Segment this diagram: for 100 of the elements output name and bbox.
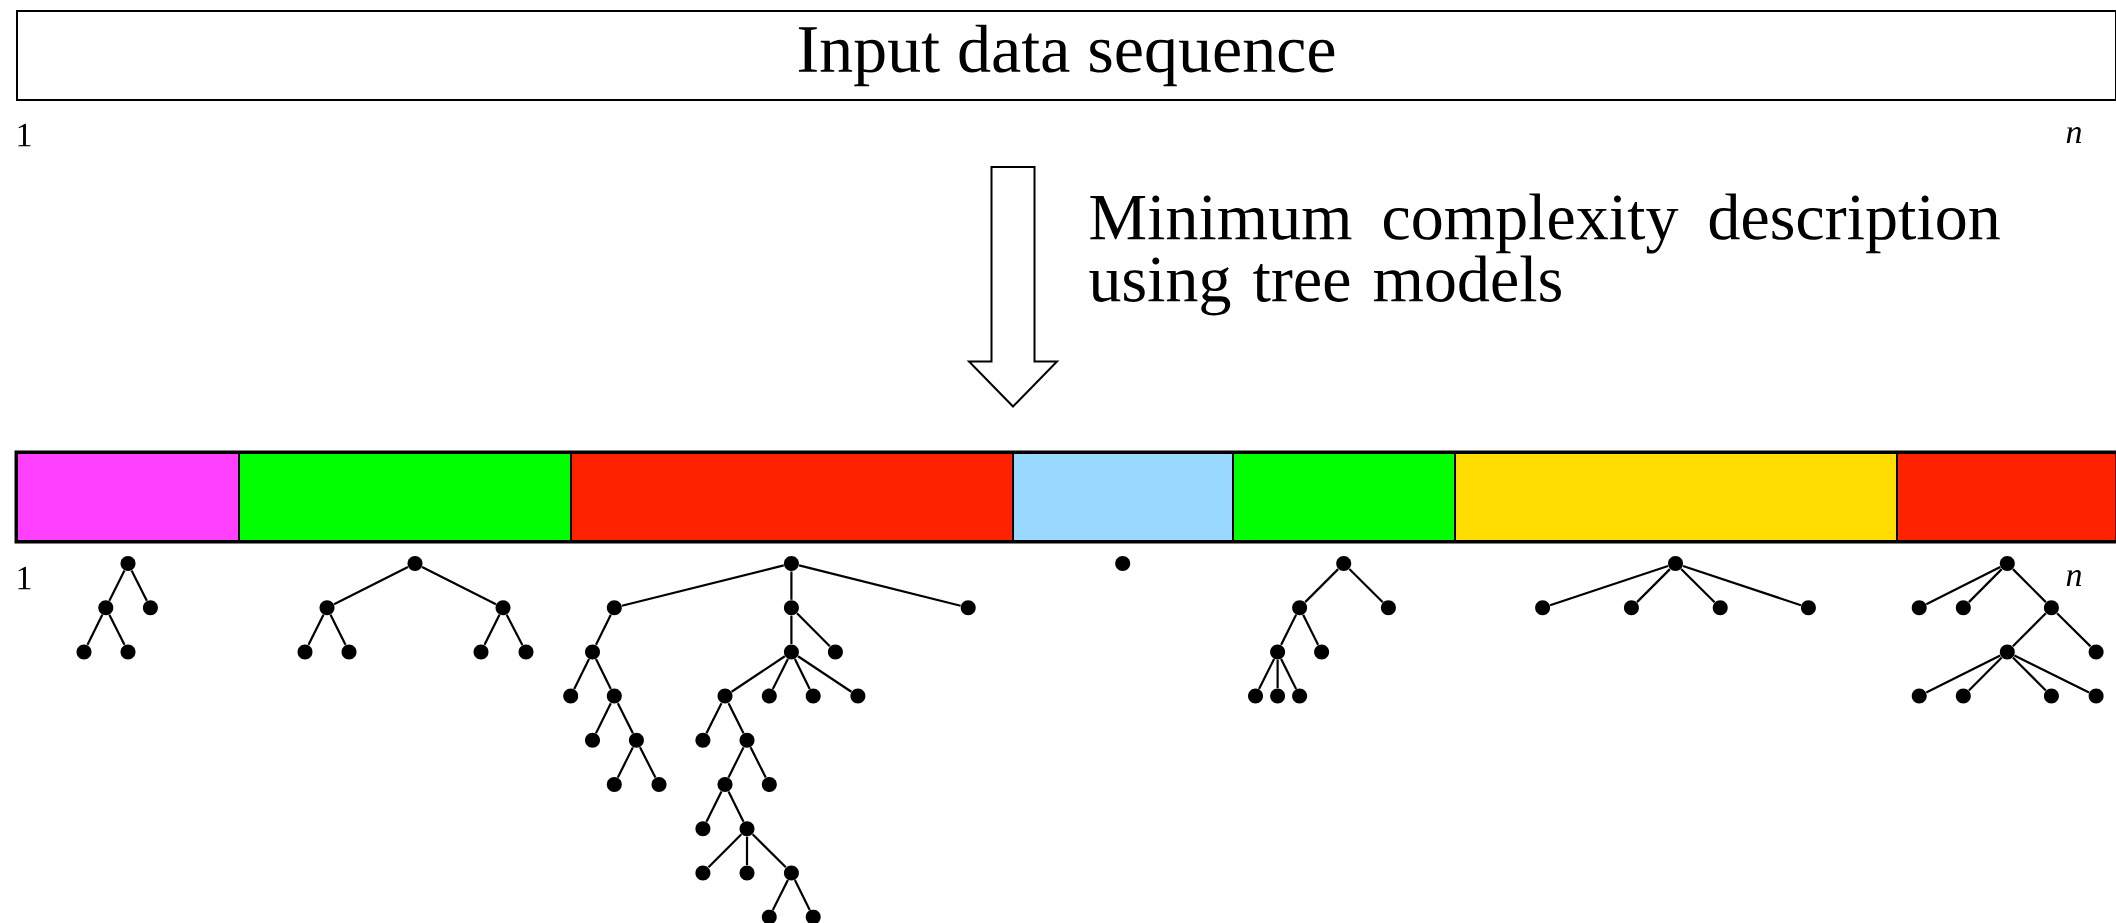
tree-edge [1302,614,1320,646]
tree-node-dot [76,644,92,660]
tree-node-dot [1911,688,1927,704]
tree-node-dot [1380,600,1396,616]
tree-node-dot [1248,688,1263,704]
tree-edge [86,614,104,646]
tree-edge [1276,659,1279,689]
tree-node-dot [1800,600,1816,616]
tree-edge [705,791,723,823]
tree-node-dot [850,688,866,704]
tree-node-dot [1999,556,2015,571]
tree-edge [749,746,767,778]
tree-node-dot [739,821,755,837]
tree-edge [108,614,126,646]
tree-node-dot [695,821,711,837]
tree-edge [2013,654,2090,694]
tree-node-dot [2043,600,2059,616]
tree-edge [790,571,793,600]
tree-node-dot [1999,644,2015,660]
block-arrow [966,166,1060,408]
tree-node-dot [783,556,799,571]
tree-edge [505,614,524,646]
tree-edge [2012,568,2047,603]
tree-edge [798,564,961,607]
tree-edge [727,746,745,778]
tree-edge [1280,658,1298,690]
tree-node-dot [606,777,622,792]
input-box: Input data sequence [16,10,2116,101]
tree-edge [307,614,325,646]
arrow-label: Minimum complexity description using tree models [1089,193,2000,316]
tree-node-dot [120,556,136,571]
tree-edge [483,614,501,646]
tree-edge [2012,612,2047,648]
tree-node-dot [142,600,158,616]
bar-segment [1012,452,1234,542]
tree-edge [1280,614,1298,646]
tree-edge [639,746,657,778]
tree-node-dot [651,777,667,792]
tree-node-dot [1535,600,1551,616]
tree-node-dot [805,688,821,704]
tree-node-dot [585,644,600,660]
tree-node-dot [1955,688,1971,704]
tree-node-dot [1292,688,1308,704]
tree-edge [1258,658,1276,690]
index-label: 1 [18,566,31,590]
tree-edge [745,836,749,865]
tree-node-dot [407,556,423,571]
tree-node-dot [827,644,843,660]
tree-node-dot [717,688,733,704]
tree-edge [1304,568,1339,603]
bar-segment [1232,452,1456,542]
tree-node-dot [1336,556,1352,571]
tree-edge [595,614,612,646]
tree-edge [751,833,787,869]
tree-edge [333,566,409,606]
tree-edge [573,658,590,690]
bar-segment [238,452,572,542]
tree-node-dot [606,600,622,616]
tree-edge [1968,656,2003,692]
tree-edge [1636,568,1671,603]
tree-node-dot [960,600,976,616]
tree-node-dot [1314,644,1330,660]
tree-node-dot [2088,644,2104,660]
tree-node-dot [473,644,489,660]
tree-node-dot [319,600,335,616]
tree-edge [2012,656,2047,692]
tree-node-dot [297,644,313,660]
tree-edge [616,746,634,778]
tree-node-dot [585,732,600,748]
tree-edge [329,614,347,646]
tree-node-dot [1668,556,1683,571]
tree-node-dot [495,600,511,616]
tree-node-dot [1115,556,1131,571]
tree-edge [421,566,497,606]
tree-node-dot [783,644,799,660]
tree-node-dot [563,688,579,704]
tree-edge [1348,568,1384,603]
tree-edge [727,791,745,823]
tree-edge [595,702,612,734]
tree-edge [2056,612,2092,648]
tree-node-dot [606,688,622,704]
tree-edge [1682,564,1802,607]
tree-edge [771,658,789,690]
tree-node-dot [341,644,357,660]
tree-edge [796,612,831,648]
tree-edge [621,564,784,607]
tree-node-dot [1712,600,1728,616]
tree-node-dot [1270,688,1286,704]
tree-edge [595,658,612,690]
tree-edge [1549,564,1669,607]
tree-node-dot [2043,688,2059,704]
tree-node-dot [739,732,755,748]
tree-edge [1680,568,1716,603]
tree-node-dot [1292,600,1308,616]
tree-edge [705,702,723,734]
tree-node-dot [695,732,711,748]
tree-edge [1925,654,2001,694]
tree-node-dot [2088,688,2104,704]
tree-node-dot [783,865,799,881]
tree-node-dot [1623,600,1639,616]
